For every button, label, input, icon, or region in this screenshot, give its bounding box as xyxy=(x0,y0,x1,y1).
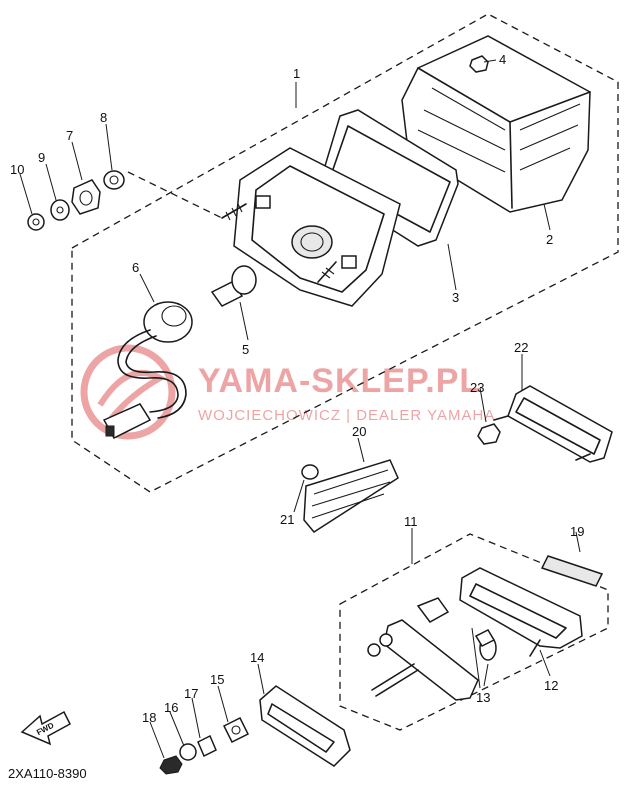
watermark-tagline: WOJCIECHOWICZ | DEALER YAMAHA xyxy=(198,407,495,424)
callout-20: 20 xyxy=(352,424,366,439)
fastener-set-15-18 xyxy=(159,716,250,775)
watermark: YAMA-SKLEP.PL WOJCIECHOWICZ | DEALER YAM… xyxy=(80,344,495,440)
nut-part-21 xyxy=(301,464,319,480)
callout-21: 21 xyxy=(280,512,294,527)
fastener-set-7-10 xyxy=(27,170,125,231)
nut-part-4 xyxy=(469,55,489,73)
callout-2: 2 xyxy=(546,232,553,247)
fwd-arrow-icon: FWD xyxy=(20,710,71,746)
reflector-part-20 xyxy=(303,459,399,533)
nut-part-23 xyxy=(477,423,501,445)
callout-19: 19 xyxy=(570,524,584,539)
callout-14: 14 xyxy=(250,650,264,665)
callout-17: 17 xyxy=(184,686,198,701)
callout-5: 5 xyxy=(242,342,249,357)
reflector-part-22 xyxy=(493,385,613,463)
label-part-19 xyxy=(540,555,604,587)
callout-13: 13 xyxy=(476,690,490,705)
callout-10: 10 xyxy=(10,162,24,177)
leader-lines xyxy=(19,59,581,759)
watermark-brand: YAMA-SKLEP.PL xyxy=(198,362,481,400)
callout-3: 3 xyxy=(452,290,459,305)
assembly-11-boundary xyxy=(339,533,609,731)
callout-4: 4 xyxy=(499,52,506,67)
plate-part-14 xyxy=(259,685,351,767)
callout-1: 1 xyxy=(293,66,300,81)
license-light-socket xyxy=(367,619,479,701)
callout-labels: 1 2 3 4 5 6 7 8 9 10 11 12 13 14 15 16 1… xyxy=(10,52,584,725)
callout-16: 16 xyxy=(164,700,178,715)
callout-8: 8 xyxy=(100,110,107,125)
assembly-1-boundary xyxy=(71,13,619,493)
socket-cord-part-6 xyxy=(102,301,193,439)
callout-15: 15 xyxy=(210,672,224,687)
callout-11: 11 xyxy=(404,514,418,529)
callout-6: 6 xyxy=(132,260,139,275)
callout-23: 23 xyxy=(470,380,484,395)
callout-12: 12 xyxy=(544,678,558,693)
callout-18: 18 xyxy=(142,710,156,725)
callout-22: 22 xyxy=(514,340,528,355)
bulbs-part-13 xyxy=(416,597,497,661)
license-light-part-12 xyxy=(459,567,583,657)
callout-9: 9 xyxy=(38,150,45,165)
diagram-code: 2XA110-8390 xyxy=(8,766,87,781)
bulb-part-5 xyxy=(210,265,257,307)
housing-part-1 xyxy=(221,147,401,307)
callout-7: 7 xyxy=(66,128,73,143)
stud-leader-line xyxy=(127,171,223,219)
watermark-logo-icon xyxy=(80,344,176,440)
